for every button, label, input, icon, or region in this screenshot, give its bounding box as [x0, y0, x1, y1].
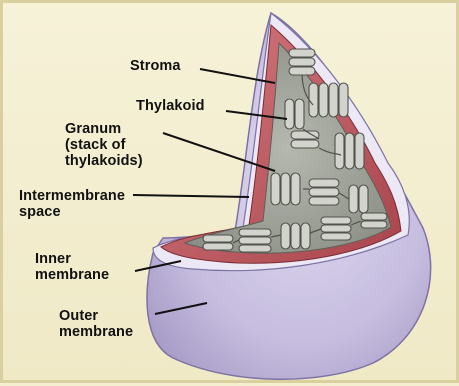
granum-stack-1 — [289, 49, 315, 75]
label-inner-membrane: Inner membrane — [35, 251, 109, 283]
label-granum: Granum (stack of thylakoids) — [65, 121, 143, 169]
granum-stack-12 — [361, 213, 387, 228]
label-stroma: Stroma — [130, 58, 181, 74]
granum-stack-6 — [309, 179, 339, 205]
granum-stack-5 — [335, 133, 364, 169]
leader-intermembrane — [133, 195, 249, 197]
granum-stack-7 — [349, 185, 368, 213]
label-intermembrane-space: Intermembrane space — [19, 188, 125, 220]
granum-stack-11 — [321, 217, 351, 240]
label-thylakoid: Thylakoid — [136, 98, 205, 114]
granum-stack-3 — [285, 99, 304, 129]
granum-stack-10 — [281, 223, 310, 249]
granum-stack-highlight — [271, 173, 300, 205]
granum-stack-9 — [239, 229, 271, 252]
granum-stack-4 — [291, 131, 319, 148]
granum-stack-2 — [309, 83, 348, 117]
label-outer-membrane: Outer membrane — [59, 308, 133, 340]
granum-stack-8 — [203, 235, 233, 250]
